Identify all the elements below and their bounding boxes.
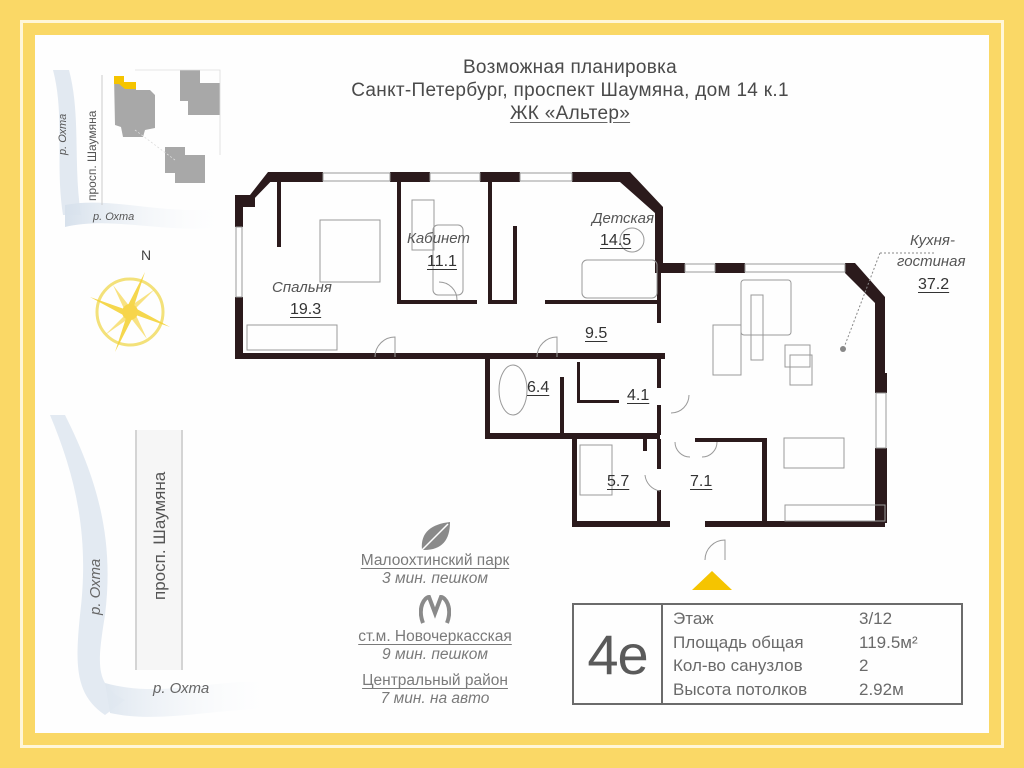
location-center[interactable]: Центральный район 7 мин. на авто: [362, 672, 508, 707]
room-area-wc: 4.1: [627, 387, 650, 404]
room-area-kids-room: 14.5: [600, 232, 632, 249]
room-name-study: Кабинет: [407, 230, 470, 247]
room-name-kitchen-living-1: Кухня-: [910, 232, 955, 249]
room-name-bedroom: Спальня: [272, 279, 332, 296]
plan-title: Возможная планировка: [462, 57, 678, 78]
entrance-triangle-icon: [692, 571, 732, 590]
river-label-bottom: р. Охта: [153, 680, 210, 697]
room-area-bathroom: 6.4: [527, 379, 550, 396]
metro-icon: [419, 595, 451, 624]
apartment-code: 4е: [574, 605, 663, 703]
room-area-storage: 5.7: [607, 473, 630, 490]
complex-link[interactable]: ЖК «Альтер»: [509, 103, 631, 124]
location-park[interactable]: Малоохтинский парк 3 мин. пешком: [360, 552, 510, 587]
room-area-entrance-hall: 7.1: [690, 473, 713, 490]
leaf-icon: [421, 522, 450, 551]
room-name-kids-room: Детская: [592, 210, 654, 227]
floor-plan-sheet: Возможная планировка Санкт-Петербург, пр…: [35, 35, 989, 733]
room-name-kitchen-living-2: гостиная: [897, 253, 966, 270]
location-metro[interactable]: ст.м. Новочеркасская 9 мин. пешком: [358, 628, 512, 663]
address: Санкт-Петербург, проспект Шаумяна, дом 1…: [351, 80, 789, 101]
decorative-frame: [20, 20, 1004, 748]
room-area-bedroom: 19.3: [290, 301, 322, 318]
north-label: N: [141, 247, 152, 263]
mini-river-label-bottom: р. Охта: [93, 211, 135, 223]
room-area-study: 11.1: [427, 253, 457, 270]
compass-rose-icon: [90, 272, 170, 352]
mini-site-map: [53, 69, 235, 229]
floor-plan: [235, 172, 935, 561]
room-area-kitchen-living: 37.2: [918, 276, 950, 293]
room-area-hallway: 9.5: [585, 325, 608, 342]
area-map: [50, 415, 285, 717]
